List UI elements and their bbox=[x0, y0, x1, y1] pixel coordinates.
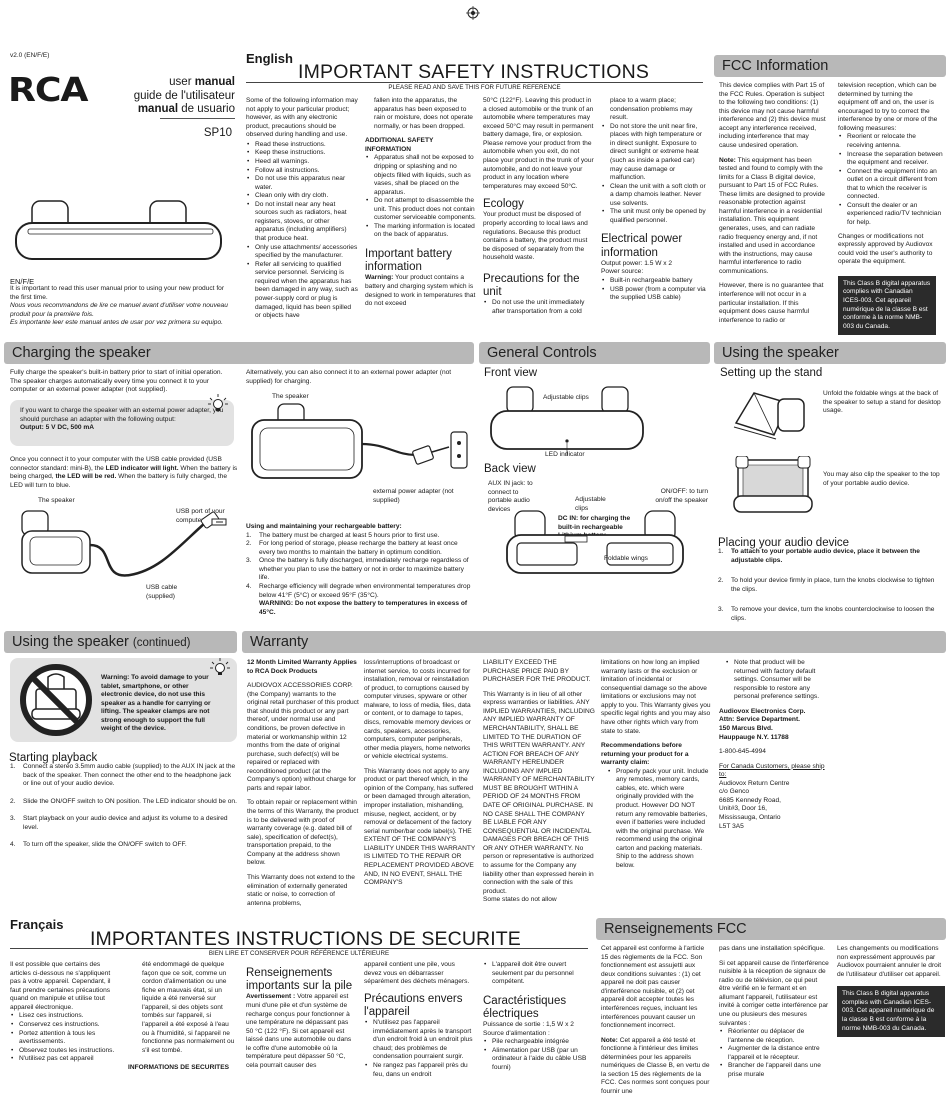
fr-safety-subtitle: BIEN LIRE ET CONSERVER POUR RÉFÉRENCE UL… bbox=[208, 950, 390, 957]
clip-device-illustration bbox=[726, 456, 818, 516]
controls-heading: General Controls bbox=[479, 342, 710, 364]
warranty-col-1: 12 Month Limited Warranty Applies to RCA… bbox=[247, 659, 359, 907]
warranty-col-3: LIABILITY EXCEED THE PURCHASE PRICE PAID… bbox=[483, 659, 595, 904]
fcc-col-1: This device complies with Part 15 of the… bbox=[719, 82, 826, 324]
fcc-heading: FCC Information bbox=[714, 55, 946, 77]
charging-adapter-note: If you want to charge the speaker with a… bbox=[10, 400, 234, 446]
playback-steps: 1.Connect a stereo 3.5mm audio cable (su… bbox=[10, 763, 237, 849]
stand-heading: Setting up the stand bbox=[720, 367, 823, 379]
manual-title: user manual guide de l'utilisateur manua… bbox=[133, 76, 235, 115]
safety-col-2: fallen into the apparatus, the apparatus… bbox=[365, 97, 476, 343]
fr-col-5: L'appareil doit être ouvert seulement pa… bbox=[483, 961, 590, 1093]
warranty-col-2: loss/interruptions of broadcast or inter… bbox=[364, 659, 476, 887]
back-view-illustration bbox=[487, 505, 687, 580]
label-foldable-wings: Foldable wings bbox=[604, 555, 648, 562]
lang-francais: Français bbox=[10, 917, 64, 932]
ices-notice-fr: This Class B digital apparatus complies … bbox=[837, 986, 945, 1038]
fr-safety-title: IMPORTANTES INSTRUCTIONS DE SECURITE bbox=[90, 928, 521, 950]
back-view-heading: Back view bbox=[484, 463, 536, 475]
registration-mark-icon bbox=[466, 6, 480, 20]
version-label: v2.0 (EN/F/E) bbox=[10, 52, 50, 59]
label-aux-in: AUX IN jack: to connect to portable audi… bbox=[488, 480, 533, 513]
label-external-adapter: external power adapter (not supplied) bbox=[373, 488, 454, 504]
charging-heading: Charging the speaker bbox=[4, 342, 474, 364]
fr-col-3: Renseignements importants sur la pile Av… bbox=[246, 967, 353, 1069]
placing-heading: Placing your audio device bbox=[718, 537, 850, 549]
charging-usb-text: Once you connect it to your computer wit… bbox=[10, 456, 238, 489]
warranty-heading: Warranty bbox=[242, 631, 946, 653]
label-adjustable-clips-2: Adjustable clips bbox=[575, 496, 606, 512]
fr-col-4: appareil contient une pile, vous devez v… bbox=[364, 961, 474, 1093]
lightbulb-icon-2 bbox=[209, 656, 231, 678]
label-led-indicator: LED indicator bbox=[545, 451, 585, 458]
label-the-speaker: The speaker bbox=[38, 497, 75, 504]
rca-logo: RCA bbox=[8, 70, 88, 109]
intro-lang: EN/F/E bbox=[10, 277, 35, 286]
front-view-illustration bbox=[487, 383, 647, 455]
safety-col-4: place to a warm place; condensation prob… bbox=[601, 97, 707, 343]
no-carry-icon bbox=[18, 663, 94, 737]
label-usb-cable: USB cable (supplied) bbox=[146, 584, 178, 600]
safety-col-1: Some of the following information may no… bbox=[246, 97, 358, 343]
battery-maintenance: Using and maintaining your rechargeable … bbox=[246, 523, 471, 616]
safety-subtitle: PLEASE READ AND SAVE THIS FOR FUTURE REF… bbox=[388, 84, 561, 91]
fr-col-2: été endommagé de quelque façon que ce so… bbox=[128, 961, 235, 1072]
carry-warning-text: Warning: To avoid damage to your tablet,… bbox=[101, 674, 211, 733]
adapter-charging-illustration bbox=[246, 400, 474, 490]
label-usb-port: USB port of your computer bbox=[176, 508, 225, 524]
intro-text: It is important to read this user manual… bbox=[10, 285, 228, 327]
stand-text-1: Unfold the foldable wings at the back of… bbox=[823, 390, 941, 415]
safety-title-rule bbox=[246, 82, 703, 83]
fcc-col-2: television reception, which can be deter… bbox=[838, 82, 944, 344]
lang-english: English bbox=[246, 51, 293, 66]
fr-col-1: Il est possible que certains des article… bbox=[10, 961, 118, 1093]
using-continued-heading: Using the speaker (continued) bbox=[4, 631, 237, 653]
warranty-col-4: limitations on how long an implied warra… bbox=[601, 659, 711, 907]
safety-title: IMPORTANT SAFETY INSTRUCTIONS bbox=[298, 61, 650, 83]
charging-alt-text: Alternatively, you can also connect it t… bbox=[246, 369, 452, 385]
cover-speaker-illustration bbox=[10, 195, 235, 267]
model-number: SP10 bbox=[203, 127, 232, 139]
fcc-fr-col-1: Cet appareil est conforme à l'article 15… bbox=[601, 945, 710, 1093]
placing-steps: 1.To attach to your portable audio devic… bbox=[718, 548, 935, 622]
fr-title-rule bbox=[10, 948, 588, 949]
label-adjustable-clips: Adjustable clips bbox=[543, 394, 589, 401]
battery-heading: Important battery information bbox=[365, 248, 452, 274]
usb-charging-illustration bbox=[20, 505, 235, 593]
ices-notice: This Class B digital apparatus complies … bbox=[838, 275, 936, 336]
label-on-off: ON/OFF: to turn on/off the speaker bbox=[655, 488, 708, 504]
lightbulb-icon bbox=[207, 392, 229, 414]
fcc-fr-col-2: pas dans une installation spécifique. Si… bbox=[719, 945, 829, 1093]
front-view-heading: Front view bbox=[484, 367, 538, 379]
fcc-fr-heading: Renseignements FCC bbox=[596, 918, 946, 940]
stand-text-2: You may also clip the speaker to the top… bbox=[823, 471, 940, 487]
warranty-col-5: Note that product will be returned with … bbox=[719, 659, 829, 907]
charging-intro: Fully charge the speaker's built-in batt… bbox=[10, 369, 223, 394]
label-the-speaker-2: The speaker bbox=[272, 393, 309, 400]
fcc-fr-col-3: Les changements ou modifications non exp… bbox=[837, 945, 945, 1093]
playback-heading: Starting playback bbox=[9, 752, 98, 764]
stand-illustration bbox=[726, 383, 816, 443]
safety-col-3: 50°C (122°F). Leaving this product in a … bbox=[483, 97, 594, 343]
using-heading: Using the speaker bbox=[714, 342, 946, 364]
